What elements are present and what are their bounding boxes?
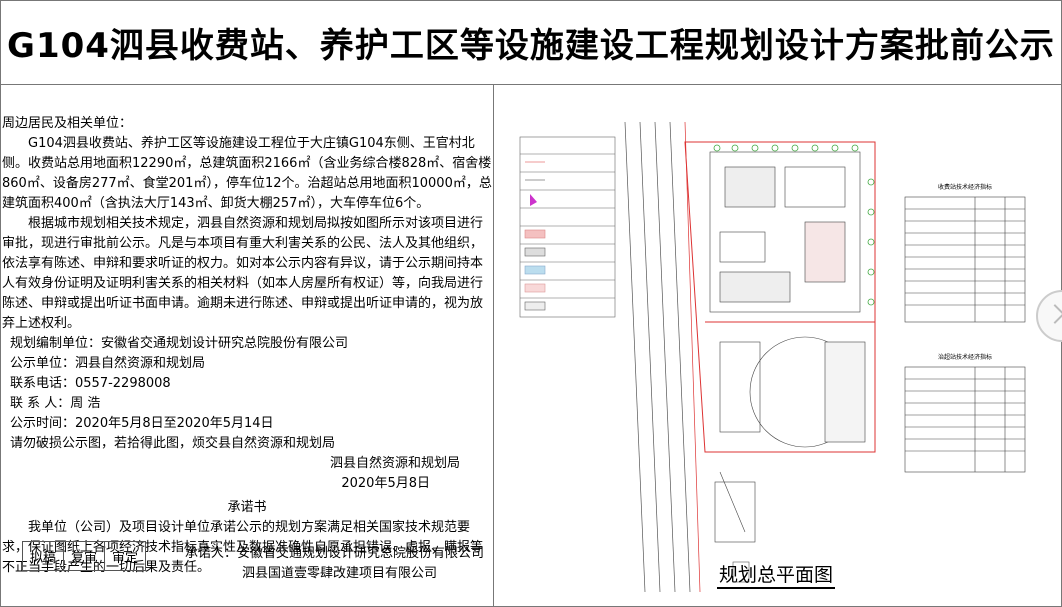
approval-final-cell: 审定 [104, 541, 146, 571]
contact-phone: 联系电话：0557-2298008 [10, 376, 171, 391]
site-boundary [684, 141, 876, 453]
approval-review-cell: 复审 [63, 541, 105, 571]
promiser-line-1: 承诺人：安徽省交通规划设计研究总院股份有限公司 [185, 546, 485, 561]
promiser-line-2: 泗县国道壹零肆改建项目有限公司 [242, 566, 438, 581]
site-buildings [709, 151, 866, 543]
legal-statement: 根据城市规划相关技术规定，泗县自然资源和规划局拟按如图所示对该项目进行审批，现进… [2, 216, 484, 331]
page-title: G104泗县收费站、养护工区等设施建设工程规划设计方案批前公示 [0, 0, 1062, 85]
table2-title: 治超站技术经济指标 [938, 353, 992, 361]
table1-title: 收费站技术经济指标 [938, 183, 992, 191]
highway-road [624, 121, 701, 593]
trees [713, 144, 875, 306]
project-description: G104泗县收费站、养护工区等设施建设工程位于大庄镇G104东侧、王官村北侧。收… [2, 136, 492, 211]
economic-table-2 [904, 366, 1026, 473]
warning-text: 请勿破损公示图，若拾得此图，烦交县自然资源和规划局 [10, 436, 336, 451]
contact-person: 联 系 人：周 浩 [10, 396, 101, 411]
greeting: 周边居民及相关单位： [2, 116, 133, 131]
column-divider [493, 84, 494, 607]
notice-text: 周边居民及相关单位： G104泗县收费站、养护工区等设施建设工程位于大庄镇G10… [2, 114, 492, 578]
signature-date: 2020年5月8日 [341, 476, 430, 491]
signature-org: 泗县自然资源和规划局 [329, 456, 460, 471]
designer-unit: 规划编制单位：安徽省交通规划设计研究总院股份有限公司 [10, 336, 349, 351]
site-plan-drawing: 收费站技术经济指标 治超站技术经济指标 [519, 121, 1026, 593]
plan-caption: 规划总平面图 [717, 563, 836, 589]
plan-legend [519, 136, 616, 318]
notice-period: 公示时间：2020年5月8日至2020年5月14日 [10, 416, 274, 431]
approval-table: 拟稿 复审 审定 [22, 541, 146, 571]
promiser-block: 承诺人：安徽省交通规划设计研究总院股份有限公司 泗县国道壹零肆改建项目有限公司 [185, 544, 484, 584]
site-detail-marks [732, 561, 750, 583]
publisher-unit: 公示单位：泗县自然资源和规划局 [10, 356, 206, 371]
promise-heading: 承诺书 [227, 500, 267, 515]
approval-draft-cell: 拟稿 [22, 541, 64, 571]
economic-table-1 [904, 196, 1026, 323]
